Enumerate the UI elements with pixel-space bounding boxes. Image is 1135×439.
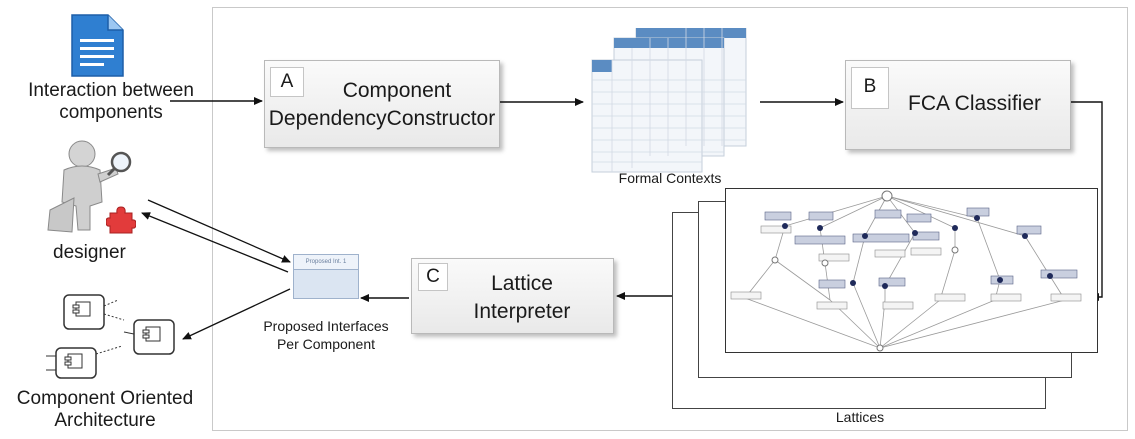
step-a-title-line2: DependencyConstructor xyxy=(268,107,496,130)
interaction-label-line1: Interaction between xyxy=(28,80,194,101)
step-a-tag: A xyxy=(270,67,304,97)
interaction-label: Interaction between components xyxy=(6,80,216,124)
step-c-title-line1: Lattice xyxy=(491,272,553,295)
step-c-title: Lattice Interpreter xyxy=(430,270,614,326)
arrow-designer-to-interfaces xyxy=(147,199,291,263)
process-frame xyxy=(212,7,1128,431)
designer-figure-icon xyxy=(47,140,132,233)
proposed-interface-card-title: Proposed Int. 1 xyxy=(294,255,358,270)
arrow-interfaces-to-designer xyxy=(141,212,289,273)
step-b-tag: B xyxy=(851,67,889,109)
interaction-label-line2: components xyxy=(59,102,163,123)
document-icon xyxy=(71,14,124,77)
proposed-interfaces-label: Proposed Interfaces Per Component xyxy=(246,317,406,353)
proposed-interface-card: Proposed Int. 1 xyxy=(293,254,359,299)
architecture-label-line2: Architecture xyxy=(54,410,156,431)
step-a-title-line1: Component xyxy=(342,79,452,102)
designer-label: designer xyxy=(53,242,126,263)
proposed-interfaces-line2: Per Component xyxy=(276,336,376,352)
architecture-label: Component Oriented Architecture xyxy=(0,388,210,432)
step-a-title: Component DependencyConstructor xyxy=(264,77,500,133)
component-diagram-icon xyxy=(46,294,175,379)
step-b-title: FCA Classifier xyxy=(908,92,1042,115)
lattice-sheet-front xyxy=(725,188,1098,353)
step-c-title-line2: Interpreter xyxy=(473,300,571,323)
architecture-label-line1: Component Oriented xyxy=(16,388,194,409)
proposed-interfaces-line1: Proposed Interfaces xyxy=(263,318,389,334)
formal-contexts-label: Formal Contexts xyxy=(618,170,722,186)
lattices-label: Lattices xyxy=(835,409,885,425)
step-c-tag: C xyxy=(418,263,448,291)
arrow-interfaces-to-architecture xyxy=(182,288,291,340)
puzzle-piece-icon xyxy=(106,206,136,234)
formal-contexts-tables xyxy=(591,28,747,173)
